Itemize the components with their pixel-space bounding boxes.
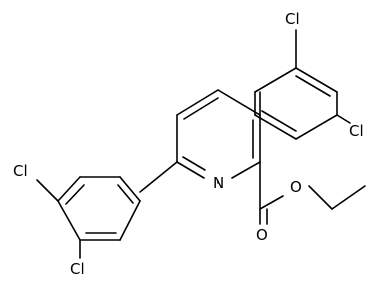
bond [57,200,81,241]
bond [295,75,331,97]
bond [176,89,219,116]
chlorine-label-top: Cl [285,10,300,28]
bond [308,185,333,210]
bond [331,185,366,210]
bond [183,97,219,120]
ethyl-ester-group [217,161,366,225]
bond [254,114,297,140]
lower-dichlorophenyl-ring [36,161,178,259]
bond [176,161,205,179]
bond [261,110,297,132]
bond [259,195,284,210]
bond [231,161,261,179]
bond [119,200,141,241]
chlorine-label-bottom: Cl [70,260,85,278]
bond [254,67,297,93]
chlorine-label-right: Cl [349,122,364,140]
bond [139,161,178,193]
bond [217,89,261,116]
nitrogen-label: N [213,174,224,192]
ester-oxygen-label: O [290,178,302,196]
bond [182,156,206,171]
upper-dichlorophenyl-ring [254,29,351,140]
bond [295,67,338,93]
pyridine-ring [176,89,261,179]
bond [119,176,141,202]
chlorine-label-left: Cl [13,162,28,180]
bond [117,184,134,204]
bond [57,176,81,202]
carbonyl-oxygen-label: O [256,226,268,244]
bond [295,114,338,140]
bond [336,114,351,124]
bond [36,179,59,202]
bond [65,184,85,205]
